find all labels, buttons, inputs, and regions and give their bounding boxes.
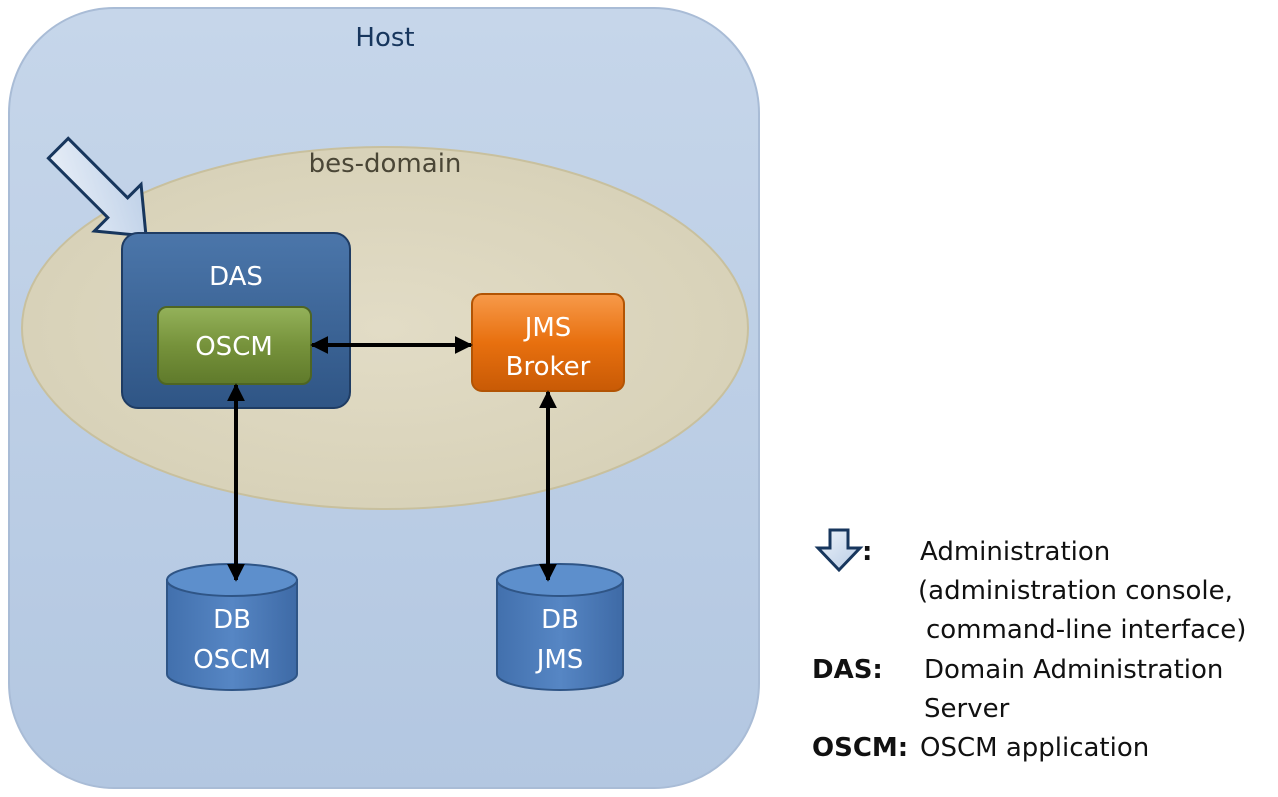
db-oscm-line1: DB xyxy=(213,605,251,635)
legend-oscm-desc: OSCM application xyxy=(920,733,1150,763)
db-jms-line1: DB xyxy=(541,605,579,635)
db-jms-cylinder: DB JMS xyxy=(496,563,624,691)
legend-admin-line3: command-line interface) xyxy=(926,615,1247,645)
jms-label-line1: JMS xyxy=(523,313,572,343)
oscm-label: OSCM xyxy=(195,332,273,362)
administration-arrow-icon xyxy=(46,136,148,238)
db-oscm-line2: OSCM xyxy=(193,645,271,675)
db-oscm-cylinder: DB OSCM xyxy=(166,563,298,691)
legend-das-key: DAS: xyxy=(812,655,883,685)
das-label: DAS xyxy=(209,262,263,292)
db-jms-line2: JMS xyxy=(535,645,584,675)
jms-label-line2: Broker xyxy=(506,352,591,382)
host-label: Host xyxy=(355,23,414,53)
legend-das-line2: Server xyxy=(924,694,1010,724)
legend-das-line1: Domain Administration xyxy=(924,655,1224,685)
legend-oscm-key: OSCM: xyxy=(812,733,909,763)
legend-admin-line2: (administration console, xyxy=(918,576,1233,606)
bes-domain-label: bes-domain xyxy=(309,149,462,179)
legend-admin-key: : xyxy=(862,537,873,567)
legend-administration-arrow-icon xyxy=(814,528,864,573)
legend-admin-line1: Administration xyxy=(920,537,1111,567)
